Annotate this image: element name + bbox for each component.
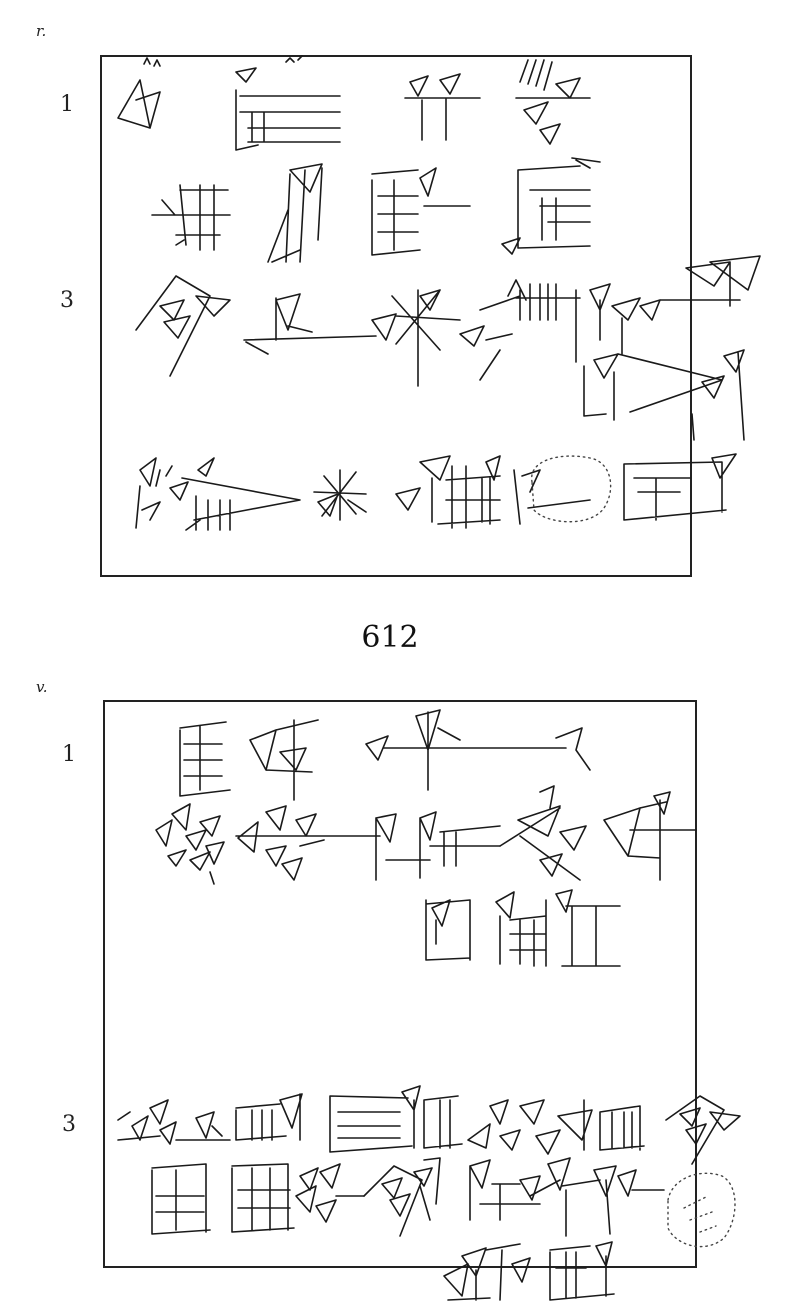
obverse-cuneiform-drawing xyxy=(117,55,761,531)
obverse-line-2-signs xyxy=(151,157,601,263)
reverse-line-4-signs xyxy=(117,1085,741,1165)
obverse-tablet-frame xyxy=(100,55,692,577)
reverse-side-label: v. xyxy=(36,678,48,696)
reverse-line-2-signs xyxy=(155,785,697,885)
reverse-tablet-frame xyxy=(103,700,697,1268)
reverse-line-5-signs xyxy=(151,1157,665,1237)
catalog-number: 612 xyxy=(361,620,419,655)
obverse-side-label: r. xyxy=(36,22,47,40)
reverse-damaged-area xyxy=(667,1172,736,1248)
obverse-line-1-signs xyxy=(117,55,591,151)
reverse-line-number-1: 1 xyxy=(62,742,76,767)
obverse-line-number-1: 1 xyxy=(60,92,74,117)
reverse-line-1-signs xyxy=(179,709,591,801)
reverse-line-3-signs xyxy=(425,889,621,967)
reverse-line-number-3: 3 xyxy=(62,1112,76,1137)
obverse-line-3-signs xyxy=(135,255,761,387)
obverse-line-number-3: 3 xyxy=(60,288,74,313)
obverse-line-4-signs xyxy=(583,349,745,441)
obverse-damaged-area xyxy=(531,455,612,523)
obverse-line-5-signs xyxy=(135,453,737,531)
reverse-line-6-signs xyxy=(443,1241,615,1301)
